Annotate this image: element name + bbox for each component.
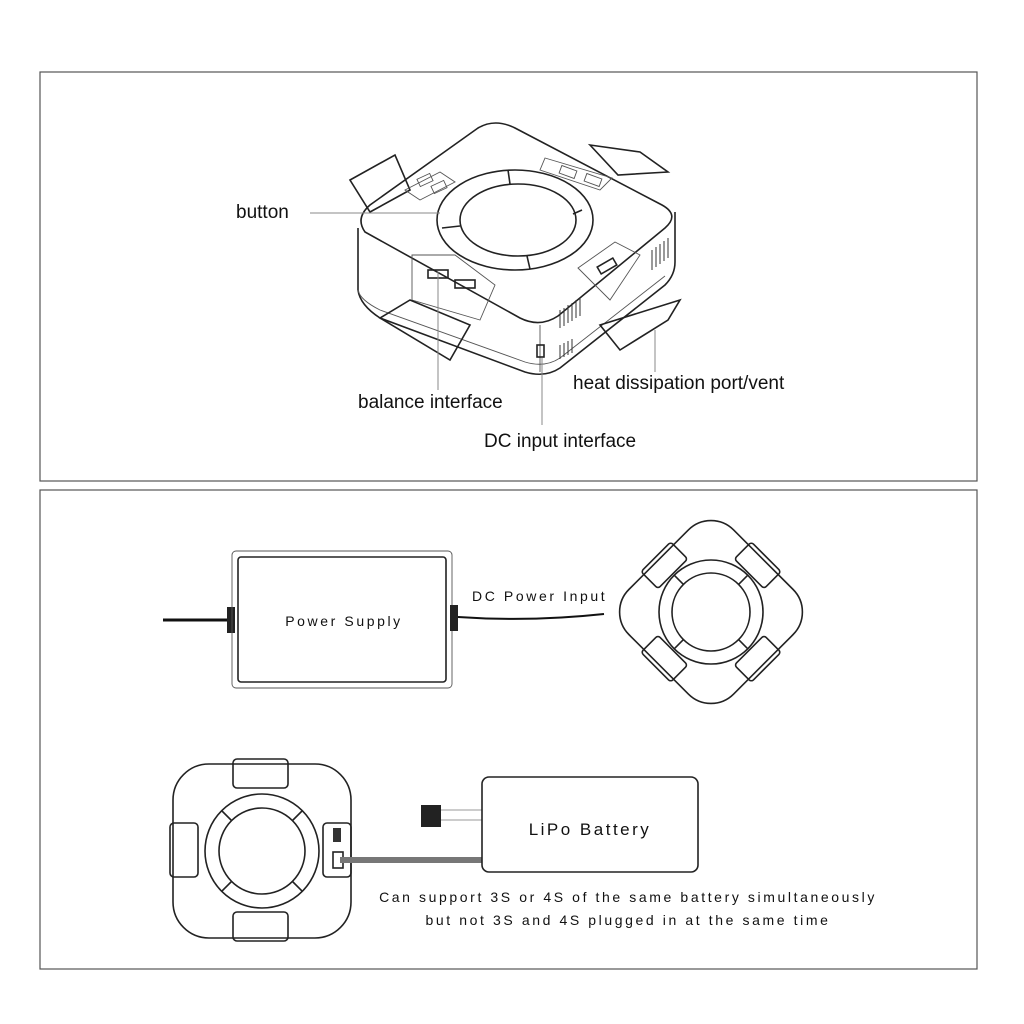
- top-panel-frame: [39, 71, 978, 482]
- label-button: button: [236, 202, 289, 223]
- balance-cable: [340, 857, 482, 863]
- tray-front-right: [577, 241, 682, 352]
- tray-front-left: [378, 254, 496, 362]
- charger-top-view: [169, 758, 352, 942]
- button-center: [459, 183, 577, 257]
- label-balance-interface: balance interface: [358, 392, 503, 413]
- note-line-2: but not 3S and 4S plugged in at the same…: [426, 912, 831, 928]
- dc-power-input-label: DC Power Input: [472, 588, 607, 604]
- tray-back-left: [348, 153, 456, 214]
- vent-grille: [559, 238, 669, 359]
- tray-back-right: [539, 143, 671, 191]
- power-supply-illustration: [163, 550, 605, 689]
- button-ring: [436, 169, 594, 271]
- power-supply-label: Power Supply: [285, 613, 403, 629]
- discharge-connector: [421, 805, 482, 827]
- bottom-panel-frame: [39, 489, 978, 970]
- lipo-battery-label: LiPo Battery: [529, 820, 652, 839]
- dc-input-port: [536, 344, 545, 358]
- charger-top-view-rotated: [618, 519, 804, 705]
- label-heat-vent: heat dissipation port/vent: [573, 373, 785, 394]
- label-dc-input-interface: DC input interface: [484, 431, 636, 452]
- charger-isometric-illustration: [348, 122, 682, 376]
- lipo-battery-box: [481, 776, 699, 873]
- note-line-1: Can support 3S or 4S of the same battery…: [379, 889, 877, 905]
